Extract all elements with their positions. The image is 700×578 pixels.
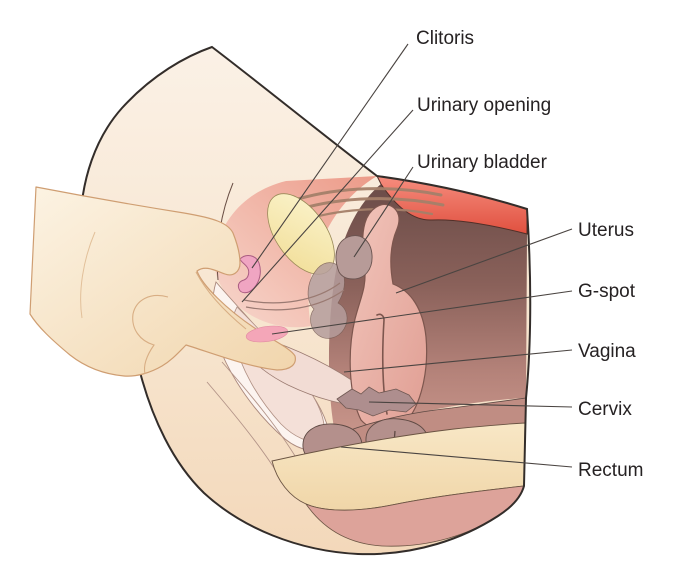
uterine-canal-line — [376, 313, 388, 415]
label-urinary-bladder: Urinary bladder — [417, 152, 548, 173]
g-spot-marker — [245, 325, 289, 343]
label-clitoris: Clitoris — [416, 28, 474, 49]
hand-fold-lines — [80, 231, 247, 375]
label-vagina: Vagina — [578, 341, 636, 362]
label-g-spot: G-spot — [578, 281, 636, 302]
leader-line-vagina — [343, 349, 573, 373]
ligament-curves — [296, 187, 445, 221]
label-urinary-opening: Urinary opening — [417, 95, 551, 116]
labels: Clitoris Urinary opening Urinary bladder… — [416, 28, 643, 481]
leader-line-clitoris — [251, 43, 409, 269]
cervix-shape — [336, 386, 417, 417]
label-rectum: Rectum — [578, 460, 643, 481]
label-uterus: Uterus — [578, 220, 634, 241]
thumb-line — [132, 295, 169, 375]
leader-line-g-spot — [271, 290, 573, 335]
leader-line-rectum — [340, 446, 573, 468]
urethra-lines — [243, 282, 345, 311]
label-cervix: Cervix — [578, 399, 632, 420]
leader-line-urinary-bladder — [353, 166, 414, 258]
urinary-bladder-shape — [335, 235, 373, 280]
leader-lines — [241, 43, 573, 468]
leader-line-urinary-opening — [241, 109, 414, 303]
leader-line-cervix — [368, 401, 573, 408]
leader-line-uterus — [395, 228, 573, 294]
